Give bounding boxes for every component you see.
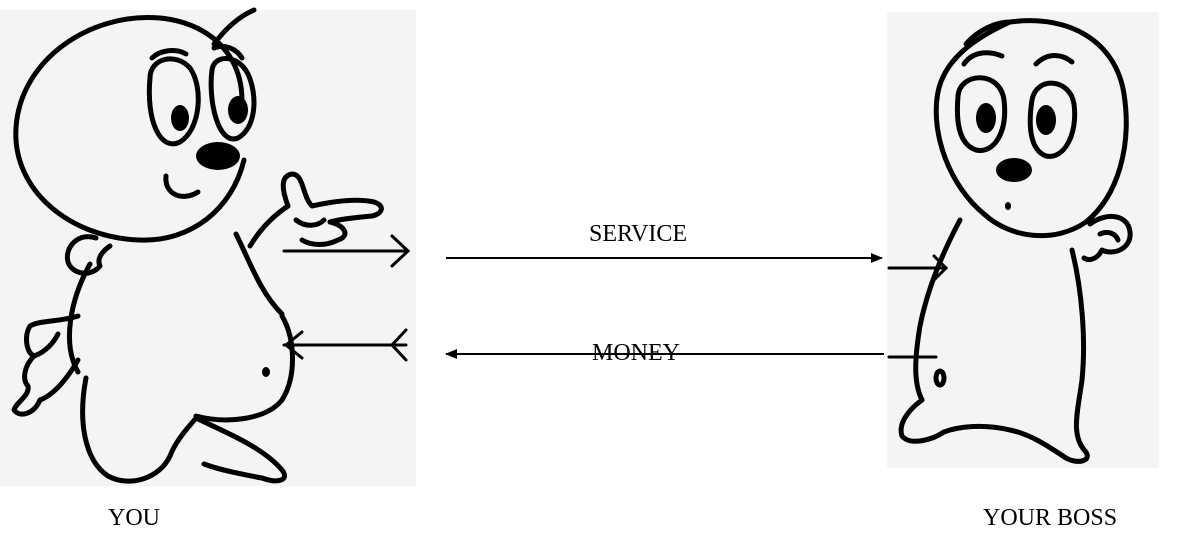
you-money-arrow-tail [282,328,408,362]
service-label: SERVICE [589,221,688,247]
smiling-cartoon-character-pointing-icon [11,7,384,484]
worried-cartoon-character-icon [898,18,1133,464]
you-service-arrow-tail [282,234,411,268]
money-label: MONEY [592,340,680,366]
you-caption: YOU [108,505,160,531]
boss-service-arrow-tail [887,254,949,282]
your-boss-caption: YOUR BOSS [983,505,1118,531]
boss-character-panel [887,12,1159,468]
